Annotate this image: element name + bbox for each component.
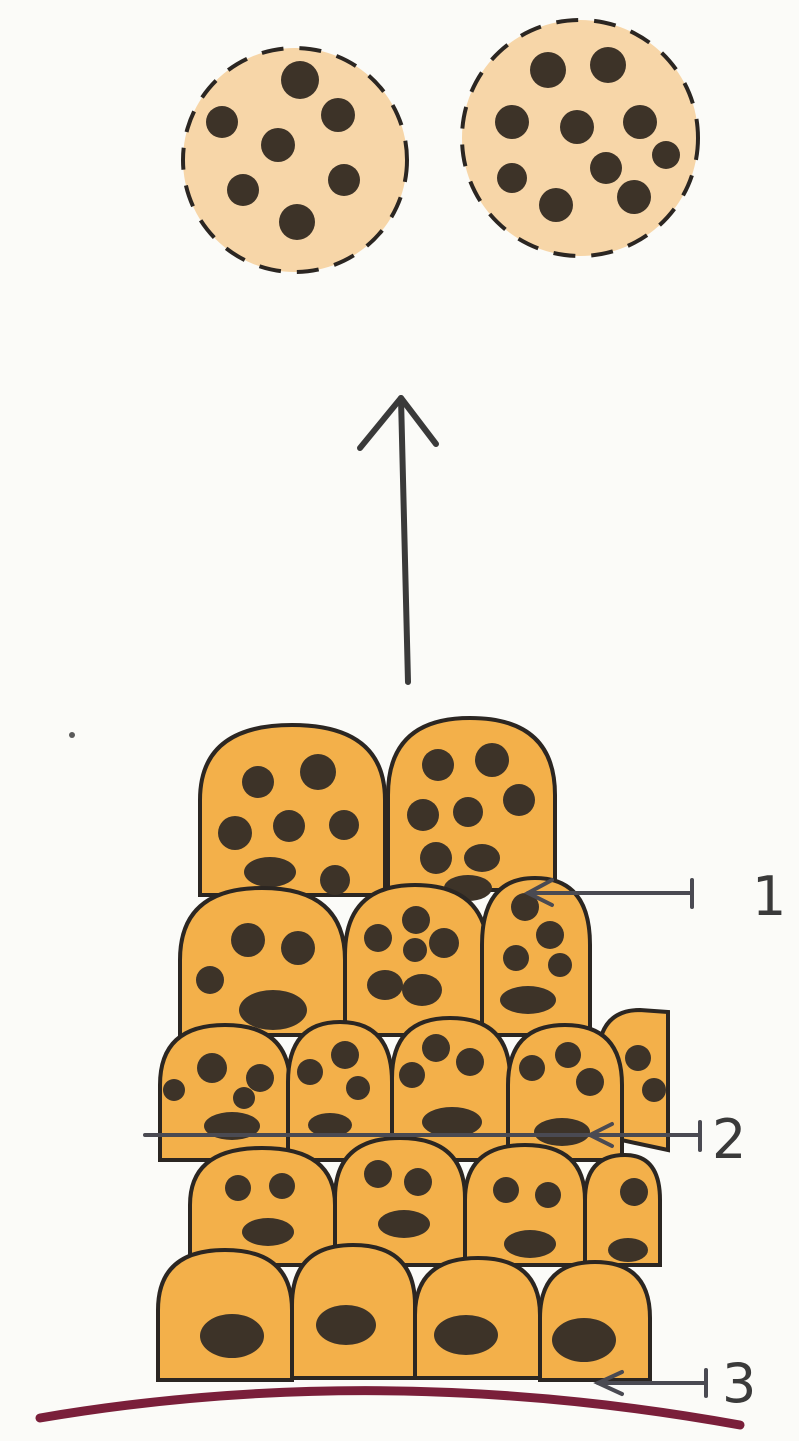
cell-icon [508, 1025, 622, 1160]
cell-icon [180, 888, 345, 1035]
shed-cell-left [183, 48, 407, 272]
cell-icon [158, 1250, 292, 1380]
cell-icon [292, 1245, 415, 1378]
cell-icon [388, 718, 555, 901]
cell-icon [200, 725, 385, 895]
shed-cell-right [462, 20, 698, 256]
shed-cells [183, 20, 698, 272]
cell-icon [345, 885, 488, 1035]
cell-icon [482, 878, 590, 1035]
arrow-up-icon [360, 398, 436, 682]
label-2: 2 [712, 1108, 746, 1171]
cell-icon [585, 1155, 660, 1265]
cell-icon [465, 1145, 585, 1265]
cell-icon [190, 1148, 335, 1265]
cell-icon [540, 1262, 650, 1380]
epithelium-layers [158, 718, 668, 1380]
cell-icon [415, 1258, 540, 1378]
cell-icon [160, 1025, 290, 1160]
label-1: 1 [752, 865, 786, 928]
basement-membrane [40, 1391, 740, 1425]
stray-dot [69, 732, 75, 738]
label-3: 3 [722, 1352, 756, 1415]
labels: 1 2 3 [712, 865, 786, 1415]
